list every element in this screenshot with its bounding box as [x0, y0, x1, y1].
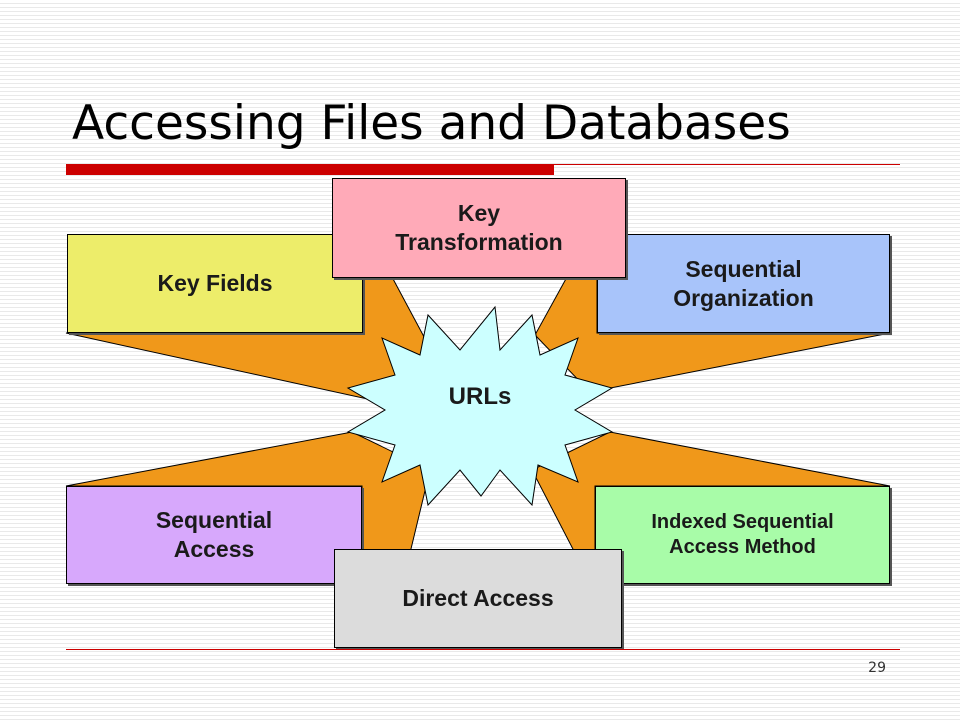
urls-label: URLs: [448, 383, 512, 410]
node-direct-access: Direct Access: [334, 549, 622, 648]
footer-rule: [66, 649, 900, 650]
urls-starburst: [346, 305, 614, 507]
node-indexed-sequential-access-method: Indexed Sequential Access Method: [595, 486, 890, 584]
slide-title: Accessing Files and Databases: [72, 96, 791, 151]
page-number: 29: [868, 660, 886, 676]
node-sequential-organization: Sequential Organization: [597, 234, 890, 333]
node-key-fields: Key Fields: [67, 234, 363, 333]
title-underline: [66, 164, 554, 175]
node-sequential-access: Sequential Access: [66, 486, 362, 584]
node-key-transformation: Key Transformation: [332, 178, 626, 278]
